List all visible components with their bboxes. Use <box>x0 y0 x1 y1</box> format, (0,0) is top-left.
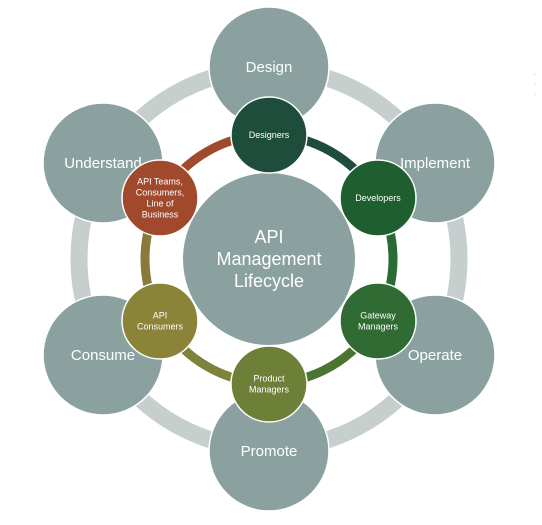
role-circle-product-managers <box>230 345 308 423</box>
stage-node-design: Design <box>208 6 330 128</box>
stage-label-understand: Understand <box>64 155 142 172</box>
role-circle-designers <box>230 96 308 174</box>
role-circle-api-teams <box>121 159 199 237</box>
stage-label-design: Design <box>246 59 293 76</box>
role-label-developers: Developers <box>355 193 401 203</box>
role-label-api-consumers: Consumers <box>137 322 184 332</box>
role-node-designers: Designers <box>230 96 308 174</box>
role-label-api-consumers: API <box>153 311 168 321</box>
role-label-gateway-managers: Gateway <box>360 311 396 321</box>
role-label-product-managers: Managers <box>249 385 290 395</box>
center-title-line: Lifecycle <box>234 271 304 291</box>
role-label-api-teams: Consumers, <box>136 188 185 198</box>
role-circle-gateway-managers <box>339 282 417 360</box>
role-label-api-teams: Business <box>142 210 179 220</box>
role-label-api-teams: Line of <box>146 199 174 209</box>
dots-icon: ··· <box>533 69 537 100</box>
stage-label-implement: Implement <box>400 155 471 172</box>
role-label-designers: Designers <box>249 130 290 140</box>
role-label-product-managers: Product <box>253 374 285 384</box>
center-title-line: API <box>254 227 283 247</box>
stage-node-promote: Promote <box>208 390 330 512</box>
stage-label-operate: Operate <box>408 347 462 364</box>
role-label-gateway-managers: Managers <box>358 322 399 332</box>
role-label-api-teams: API Teams, <box>137 177 183 187</box>
role-circle-api-consumers <box>121 282 199 360</box>
role-circle-developers <box>339 159 417 237</box>
stage-label-consume: Consume <box>71 347 135 364</box>
center-title-line: Management <box>216 249 321 269</box>
stage-label-promote: Promote <box>241 443 298 460</box>
role-node-developers: Developers <box>339 159 417 237</box>
